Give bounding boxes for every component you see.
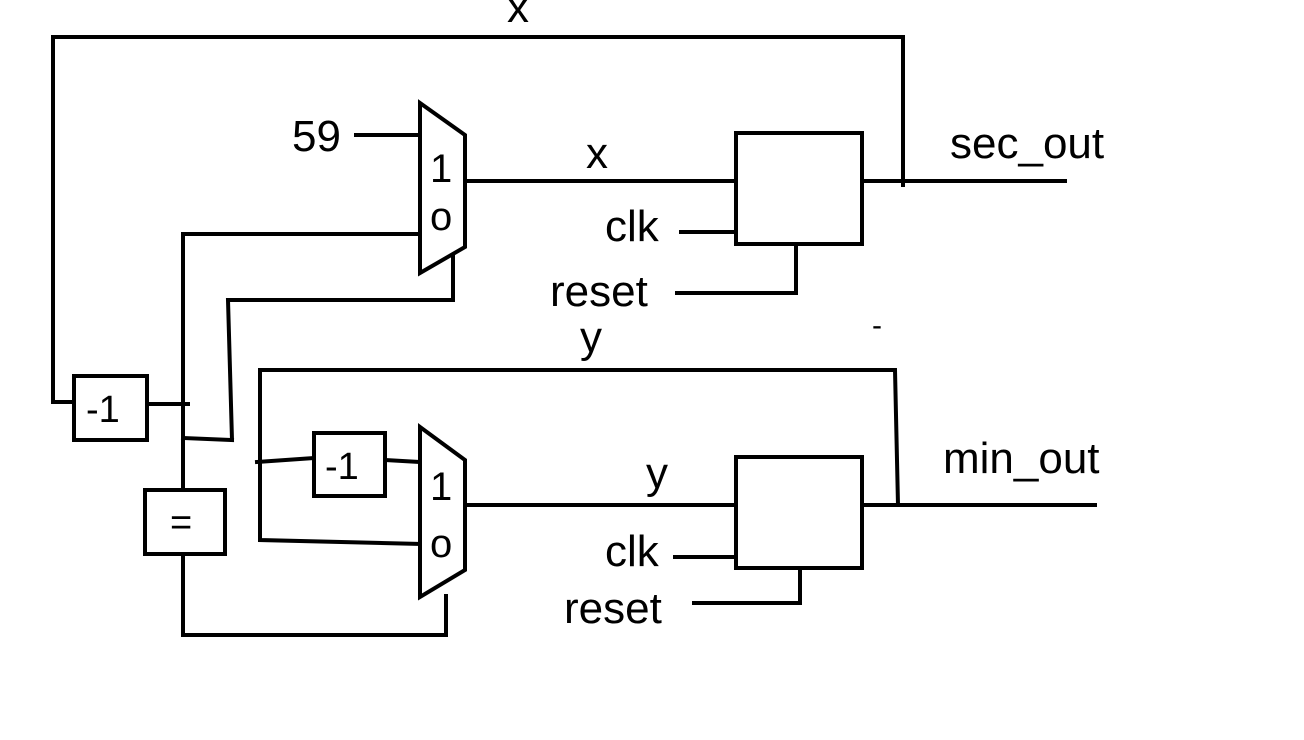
compare-block: =: [143, 488, 227, 556]
label-min-out: min_out: [943, 434, 1100, 483]
dec-left-box: [72, 374, 149, 442]
label-y-feedback: y: [580, 313, 602, 362]
wires: [51, 35, 1097, 637]
mux-bottom-in0-label: o: [430, 522, 452, 566]
dec-mid-box: [312, 431, 387, 498]
label-x-top: x: [507, 0, 529, 32]
label-reset-1: reset: [550, 267, 648, 316]
wire-select-bottom: [181, 552, 448, 637]
wire-y-to-dec-mid: [254, 455, 317, 465]
wire-dec-mid-out: [382, 457, 423, 465]
mux-top-in1-label: 1: [430, 147, 452, 191]
label-dash: -: [872, 309, 882, 342]
dec-mid-label: -1: [325, 446, 359, 488]
mux-bottom-shape: [418, 423, 467, 601]
wire-reset-2: [692, 566, 802, 605]
wire-y-feedback: [258, 368, 901, 508]
label-reset-2: reset: [564, 584, 662, 633]
label-x-wire: x: [586, 129, 608, 178]
mux-top-shape: [418, 99, 467, 277]
label-clk-1: clk: [605, 202, 660, 251]
compare-label: =: [170, 502, 192, 544]
register-sec: [734, 131, 864, 246]
wire-x-feedback: [51, 35, 905, 187]
label-y-wire: y: [646, 449, 668, 498]
mux-bottom-in1-label: 1: [430, 465, 452, 509]
wire-x-to-left-dec: [51, 35, 76, 404]
wire-y-to-mid-dec: [258, 368, 423, 547]
dec-mid-block: -1: [312, 431, 387, 498]
mux-bottom: 1 o: [418, 423, 467, 601]
wire-select-top: [225, 245, 455, 443]
wire-compare-tap: [180, 435, 235, 443]
mux-top-in0-label: o: [430, 195, 452, 239]
wire-reset-1: [675, 242, 798, 295]
register-min: [734, 455, 864, 570]
dec-left-label: -1: [86, 389, 120, 431]
labels: x 59 x clk reset sec_out - y y min_out c…: [292, 0, 1104, 633]
dec-left-block: -1: [72, 374, 149, 442]
compare-box: [143, 488, 227, 556]
label-clk-2: clk: [605, 527, 660, 576]
mux-top: 1 o: [418, 99, 467, 277]
label-59: 59: [292, 112, 341, 161]
label-sec-out: sec_out: [950, 119, 1104, 168]
